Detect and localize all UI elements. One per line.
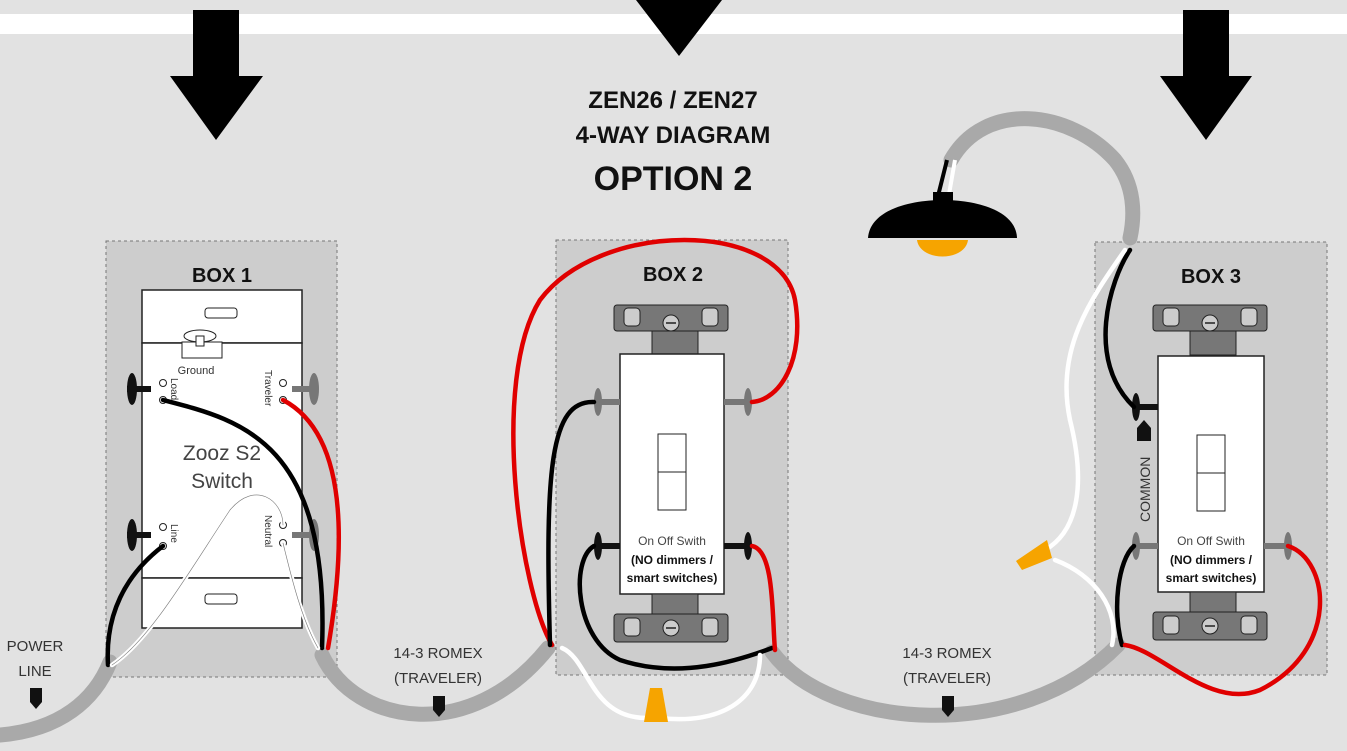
zooz-s2-switch — [141, 289, 303, 629]
down-arrow-right-icon — [1160, 10, 1252, 140]
box2-switch-caption: On Off Swith — [638, 534, 706, 548]
romex2-label-line2: (TRAVELER) — [903, 670, 991, 687]
down-arrow-center-icon — [636, 0, 722, 56]
device-name-line1: Zooz S2 — [183, 442, 261, 465]
down-arrow-left-icon — [170, 10, 263, 140]
box2-wire-nut — [644, 688, 668, 722]
romex2-pointer-icon — [942, 696, 954, 717]
box3-switch-note-line2: smart switches) — [1166, 571, 1257, 585]
box1-label: BOX 1 — [192, 265, 252, 287]
romex2-label-line1: 14-3 ROMEX — [902, 645, 991, 662]
box3-label: BOX 3 — [1181, 266, 1241, 288]
box3-switch-note-line1: (NO dimmers / — [1170, 553, 1253, 567]
title-line2: 4-WAY DIAGRAM — [576, 122, 771, 149]
romex1-label-line2: (TRAVELER) — [394, 670, 482, 687]
common-arrow-icon — [1137, 420, 1151, 441]
box3-switch-caption: On Off Swith — [1177, 534, 1245, 548]
box2-terminals — [594, 388, 752, 560]
romex1-label-line1: 14-3 ROMEX — [393, 645, 482, 662]
power-line-label-line2: LINE — [18, 663, 51, 680]
box2-switch-note-line1: (NO dimmers / — [631, 553, 714, 567]
ground-terminal-label: Ground — [178, 365, 215, 377]
line-terminal-label: Line — [168, 524, 179, 543]
romex-cable-2 — [764, 637, 1126, 723]
box1-wires — [105, 397, 341, 668]
light-cable — [943, 111, 1141, 246]
power-line-pointer-icon — [30, 688, 42, 709]
box2-switch — [613, 304, 729, 643]
box3-wire-nut — [1016, 540, 1052, 570]
title-line3: OPTION 2 — [594, 160, 753, 198]
box2-switch-note-line2: smart switches) — [627, 571, 718, 585]
box2-wires — [511, 237, 800, 722]
title-line1: ZEN26 / ZEN27 — [588, 87, 757, 114]
light-fixture-icon — [868, 159, 1017, 257]
load-terminal-label: Load — [168, 378, 179, 400]
box2-label: BOX 2 — [643, 264, 703, 286]
common-label: COMMON — [1137, 457, 1153, 522]
power-line-label-line1: POWER — [7, 638, 64, 655]
device-name-line2: Switch — [191, 470, 253, 493]
box3-switch — [1152, 304, 1268, 641]
romex-cable-1 — [314, 640, 556, 722]
power-line-cable — [0, 654, 118, 743]
romex1-pointer-icon — [433, 696, 445, 717]
box3-wires — [1042, 247, 1323, 697]
neutral-terminal-label: Neutral — [262, 515, 273, 547]
traveler-terminal-label: Traveler — [262, 370, 273, 407]
